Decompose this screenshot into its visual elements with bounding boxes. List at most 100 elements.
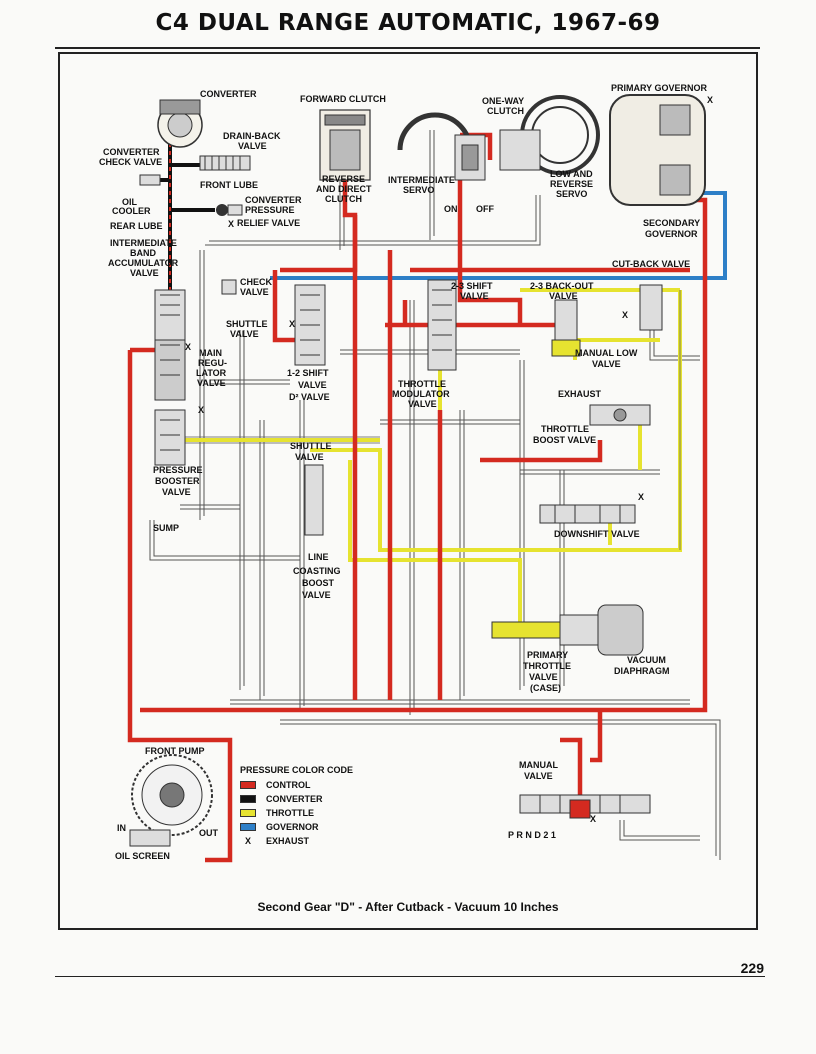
control-passages <box>127 132 708 863</box>
legend-swatch-control <box>240 781 256 789</box>
diagram-labels: CONVERTER FORWARD CLUTCH ONE-WAY CLUTCH … <box>99 83 713 861</box>
shift-12-valve <box>294 284 326 366</box>
page-number: 229 <box>740 960 764 976</box>
label-exhaust-x-7: X <box>638 492 644 502</box>
label-backout-1: 2-3 BACK-OUT <box>530 281 594 291</box>
label-prnd: P R N D 2 1 <box>508 830 556 840</box>
label-exhaust-x-1: X <box>707 95 713 105</box>
label-throttle-mod-2: MODULATOR <box>392 389 450 399</box>
label-main-reg-4: VALVE <box>197 378 226 388</box>
label-exhaust-x-6: X <box>622 310 628 320</box>
label-shift12-1: 1-2 SHIFT <box>287 368 329 378</box>
label-low-rev-2: REVERSE <box>550 179 593 189</box>
label-low-rev-3: SERVO <box>556 189 587 199</box>
valve-body-left <box>154 289 186 466</box>
label-vacuum-1: VACUUM <box>627 655 666 665</box>
label-manual-valve-2: VALVE <box>524 771 553 781</box>
label-int-band-1: INTERMEDIATE <box>110 238 177 248</box>
label-manual-valve-1: MANUAL <box>519 760 558 770</box>
label-vacuum-2: DIAPHRAGM <box>614 666 670 676</box>
legend-item-converter: CONVERTER <box>240 792 353 806</box>
label-shift23-1: 2-3 SHIFT <box>451 281 493 291</box>
throttle-boost-valve <box>589 404 651 426</box>
legend-item-control: CONTROL <box>240 778 353 792</box>
label-primary-throttle-2: THROTTLE <box>523 661 571 671</box>
converter <box>157 99 203 148</box>
label-exhaust-x-3: X <box>289 319 295 329</box>
label-one-way-clutch-2: CLUTCH <box>487 106 524 116</box>
label-primary-throttle-3: VALVE <box>529 672 558 682</box>
label-shuttle2-1: SHUTTLE <box>290 441 332 451</box>
intermediate-servo <box>397 112 486 181</box>
label-int-band-2: BAND <box>130 248 156 258</box>
label-primary-throttle-4: (CASE) <box>530 683 561 693</box>
label-oil-screen: OIL SCREEN <box>115 851 170 861</box>
bottom-rule <box>55 976 765 977</box>
legend-label-exhaust: EXHAUST <box>266 836 310 846</box>
label-conv-relief-1: CONVERTER <box>245 195 302 205</box>
legend-item-throttle: THROTTLE <box>240 806 353 820</box>
label-shift12-3: D² VALVE <box>289 392 330 402</box>
label-manual-low-1: MANUAL LOW <box>575 348 638 358</box>
label-pressure-booster-2: BOOSTER <box>155 476 200 486</box>
diagram-frame <box>58 52 758 930</box>
legend-swatch-converter <box>240 795 256 803</box>
label-sump: SUMP <box>153 523 179 533</box>
legend-label-converter: CONVERTER <box>266 794 323 804</box>
downshift-valve <box>539 504 636 524</box>
converter-relief-valve <box>216 204 243 216</box>
label-exhaust-x-8: X <box>590 814 596 824</box>
legend-label-control: CONTROL <box>266 780 311 790</box>
oil-cooler-check <box>139 174 161 186</box>
shift-23-valve <box>427 279 457 371</box>
label-pressure-booster-1: PRESSURE <box>153 465 203 475</box>
label-main-reg-1: MAIN <box>199 348 222 358</box>
label-line-coast-3: BOOST <box>302 578 335 588</box>
label-primary-throttle-1: PRIMARY <box>527 650 568 660</box>
label-downshift: DOWNSHIFT VALVE <box>554 529 640 539</box>
label-cutback: CUT-BACK VALVE <box>612 259 690 269</box>
label-shuttle2-2: VALVE <box>295 452 324 462</box>
label-front-pump: FRONT PUMP <box>145 746 205 756</box>
label-rear-lube: REAR LUBE <box>110 221 163 231</box>
label-off: OFF <box>476 204 494 214</box>
page-title: C4 DUAL RANGE AUTOMATIC, 1967-69 <box>155 10 661 36</box>
label-front-lube: FRONT LUBE <box>200 180 258 190</box>
legend-label-throttle: THROTTLE <box>266 808 314 818</box>
cutback-valve <box>639 284 663 331</box>
label-throttle-mod-1: THROTTLE <box>398 379 446 389</box>
label-check-1: CHECK <box>240 277 273 287</box>
label-int-servo-1: INTERMEDIATE <box>388 175 455 185</box>
label-conv-relief-3: RELIEF VALVE <box>237 218 300 228</box>
governor-passages <box>270 191 727 280</box>
label-throttle-mod-3: VALVE <box>408 399 437 409</box>
label-reverse-2: AND DIRECT <box>316 184 372 194</box>
primary-governor <box>609 94 706 206</box>
legend-title: PRESSURE COLOR CODE <box>240 765 354 775</box>
legend-item-governor: GOVERNOR <box>240 820 353 834</box>
legend-label-governor: GOVERNOR <box>266 822 319 832</box>
label-line-coast-1: LINE <box>308 552 329 562</box>
label-shift23-2: VALVE <box>460 291 489 301</box>
label-oil-cooler-2: COOLER <box>112 206 151 216</box>
label-reverse-3: CLUTCH <box>325 194 362 204</box>
label-check-2: VALVE <box>240 287 269 297</box>
label-converter: CONVERTER <box>200 89 257 99</box>
title-rule <box>55 47 760 49</box>
label-pressure-booster-3: VALVE <box>162 487 191 497</box>
label-conv-relief-2: PRESSURE <box>245 205 295 215</box>
legend-exhaust-symbol: X <box>244 836 251 846</box>
label-main-reg-2: REGU- <box>198 358 227 368</box>
label-exhaust: EXHAUST <box>558 389 602 399</box>
check-valve <box>221 279 237 295</box>
label-forward-clutch: FORWARD CLUTCH <box>300 94 386 104</box>
label-shuttle-2: VALVE <box>230 329 259 339</box>
label-converter-check-1: CONVERTER <box>103 147 160 157</box>
legend-swatch-throttle <box>240 809 256 817</box>
throttle-passages-outline <box>180 290 681 550</box>
label-in: IN <box>117 823 126 833</box>
primary-throttle-valve <box>491 604 644 656</box>
legend-swatch-governor <box>240 823 256 831</box>
label-low-rev-1: LOW AND <box>550 169 593 179</box>
